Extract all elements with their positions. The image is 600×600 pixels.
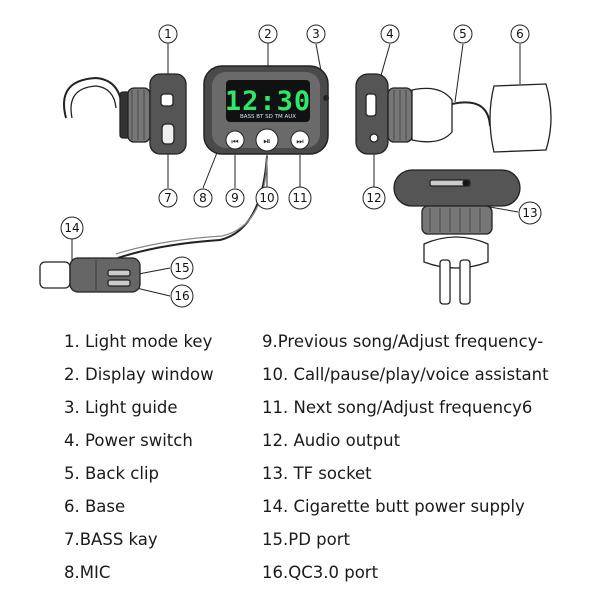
svg-text:5: 5 — [459, 27, 467, 41]
callout-4: 4 — [380, 24, 400, 44]
legend-item-10: 10. Call/pause/play/voice assistant — [262, 365, 549, 384]
svg-text:⏭: ⏭ — [296, 137, 303, 146]
svg-text:4: 4 — [386, 27, 394, 41]
svg-text:3: 3 — [312, 27, 320, 41]
left-side-device — [63, 73, 187, 155]
callout-13: 13 — [518, 201, 542, 225]
legend-item-7: 7.BASS kay — [64, 530, 158, 549]
callout-12: 12 — [362, 186, 386, 210]
callout-14: 14 — [60, 216, 84, 240]
display-indicators: BASS BT SD TM AUX — [240, 114, 296, 120]
legend-item-12: 12. Audio output — [262, 431, 401, 450]
product-diagram: 12:30 BASS BT SD TM AUX ⏮ ⏯ ⏭ — [39, 24, 552, 308]
callout-10: 10 — [255, 186, 279, 210]
callout-8: 8 — [193, 188, 213, 208]
legend-item-2: 2. Display window — [64, 365, 214, 384]
svg-text:1: 1 — [164, 27, 172, 41]
svg-text:14: 14 — [64, 221, 79, 235]
svg-text:6: 6 — [516, 27, 524, 41]
svg-text:12: 12 — [366, 191, 381, 205]
callout-6: 6 — [510, 24, 530, 44]
callout-3: 3 — [306, 24, 326, 44]
legend-item-16: 16.QC3.0 port — [262, 563, 379, 582]
legend-item-14: 14. Cigarette butt power supply — [262, 497, 525, 516]
svg-text:2: 2 — [264, 27, 272, 41]
callout-5: 5 — [453, 24, 473, 44]
svg-text:11: 11 — [292, 191, 307, 205]
legend-item-5: 5. Back clip — [64, 464, 160, 483]
callout-11: 11 — [288, 186, 312, 210]
legend-item-15: 15.PD port — [262, 530, 350, 549]
svg-text:7: 7 — [164, 191, 172, 205]
svg-text:⏮: ⏮ — [231, 137, 238, 146]
svg-text:13: 13 — [522, 206, 537, 220]
car-charger — [39, 155, 268, 293]
callout-7: 7 — [158, 188, 178, 208]
svg-text:9: 9 — [231, 191, 239, 205]
bottom-view-device — [393, 169, 521, 305]
right-side-device — [355, 73, 552, 155]
legend-item-3: 3. Light guide — [64, 398, 178, 417]
legend-item-6: 6. Base — [64, 497, 126, 516]
svg-text:16: 16 — [174, 289, 189, 303]
legend-item-11: 11. Next song/Adjust frequency6 — [262, 398, 533, 417]
callout-9: 9 — [225, 188, 245, 208]
callout-16: 16 — [170, 284, 194, 308]
front-device: 12:30 BASS BT SD TM AUX ⏮ ⏯ ⏭ — [203, 65, 329, 155]
callout-2: 2 — [258, 24, 278, 44]
legend-left-column: 1. Light mode key 2. Display window 3. L… — [64, 325, 214, 589]
svg-text:15: 15 — [174, 261, 189, 275]
legend-item-13: 13. TF socket — [262, 464, 372, 483]
callout-15: 15 — [170, 256, 194, 280]
legend-right-column: 9.Previous song/Adjust frequency- 10. Ca… — [262, 325, 549, 589]
svg-text:8: 8 — [199, 191, 207, 205]
legend-item-9: 9.Previous song/Adjust frequency- — [262, 332, 544, 351]
legend-item-8: 8.MIC — [64, 563, 111, 582]
legend-item-4: 4. Power switch — [64, 431, 193, 450]
legend-item-1: 1. Light mode key — [64, 332, 213, 351]
svg-text:10: 10 — [259, 191, 274, 205]
svg-text:⏯: ⏯ — [263, 137, 270, 147]
callout-circles: 1 2 3 4 5 6 7 8 9 10 11 12 13 14 15 16 — [60, 24, 542, 308]
callout-1: 1 — [158, 24, 178, 44]
display-digits: 12:30 — [225, 86, 311, 117]
